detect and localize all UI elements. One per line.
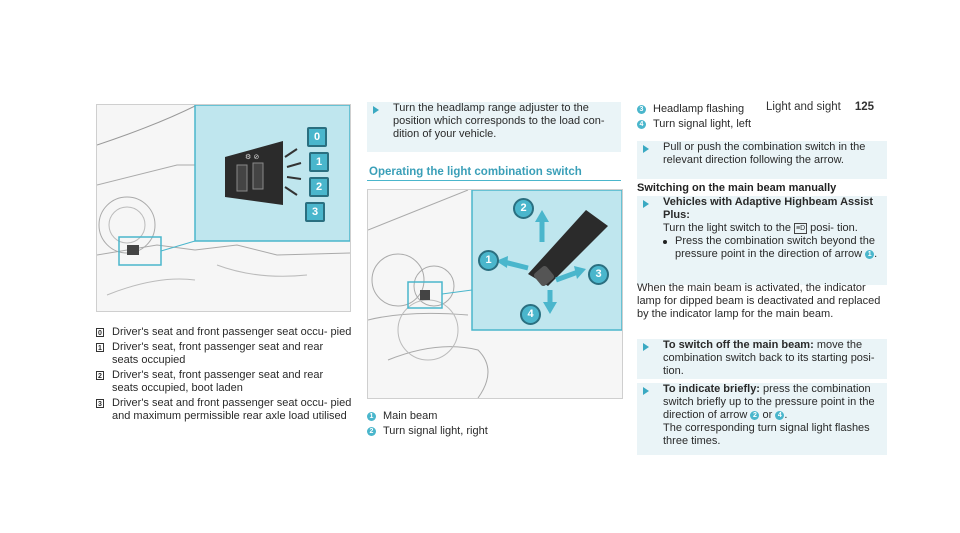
section-title: Light and sight <box>766 101 841 113</box>
indicate-step-text: To indicate briefly: press the combinati… <box>663 383 875 447</box>
figure1-marker-3: 3 <box>305 202 325 222</box>
figure1-marker-1: 1 <box>309 152 329 172</box>
main-beam-lamp-icon: ≡D <box>794 222 808 234</box>
figure1-marker-0: 0 <box>307 127 327 147</box>
figure1-marker-2: 2 <box>309 177 329 197</box>
figure2-marker-3: 3 <box>588 264 609 285</box>
combination-switch-figure: 1 2 3 4 <box>367 189 623 399</box>
main-beam-subheading: Switching on the main beam manually <box>637 182 837 194</box>
section-rule <box>367 180 621 181</box>
page-header: Light and sight 125 <box>766 101 874 113</box>
ahb-step-block: Vehicles with Adaptive Highbeam Assist P… <box>637 196 887 285</box>
switch-location-box <box>407 281 443 309</box>
main-beam-note: When the main beam is activated, the ind… <box>637 282 881 320</box>
figure2-marker-4: 4 <box>520 304 541 325</box>
svg-text:⚙ ⊘: ⚙ ⊘ <box>245 153 259 161</box>
headlamp-range-figure: ⚙ ⊘ 0 1 2 3 <box>96 104 351 312</box>
switch-off-step-text: To switch off the main beam: move the co… <box>663 339 875 377</box>
pull-push-step-block: Pull or push the combination switch in t… <box>637 141 887 179</box>
ahb-bullet: Press the combination switch beyond the … <box>663 235 881 261</box>
combination-switch-illustration <box>368 190 622 398</box>
headlamp-step-block: Turn the headlamp range adjuster to the … <box>367 102 621 152</box>
indicate-step-block: To indicate briefly: press the combinati… <box>637 383 887 455</box>
page-number: 125 <box>854 101 874 113</box>
ahb-step-text: Vehicles with Adaptive Highbeam Assist P… <box>663 196 881 261</box>
figure2-marker-2: 2 <box>513 198 534 219</box>
figure2-marker-1: 1 <box>478 250 499 271</box>
section-heading: Operating the light combination switch <box>369 166 582 178</box>
headlamp-step-text: Turn the headlamp range adjuster to the … <box>393 102 605 140</box>
switch-off-step-block: To switch off the main beam: move the co… <box>637 339 887 379</box>
pull-push-step-text: Pull or push the combination switch in t… <box>663 141 866 166</box>
